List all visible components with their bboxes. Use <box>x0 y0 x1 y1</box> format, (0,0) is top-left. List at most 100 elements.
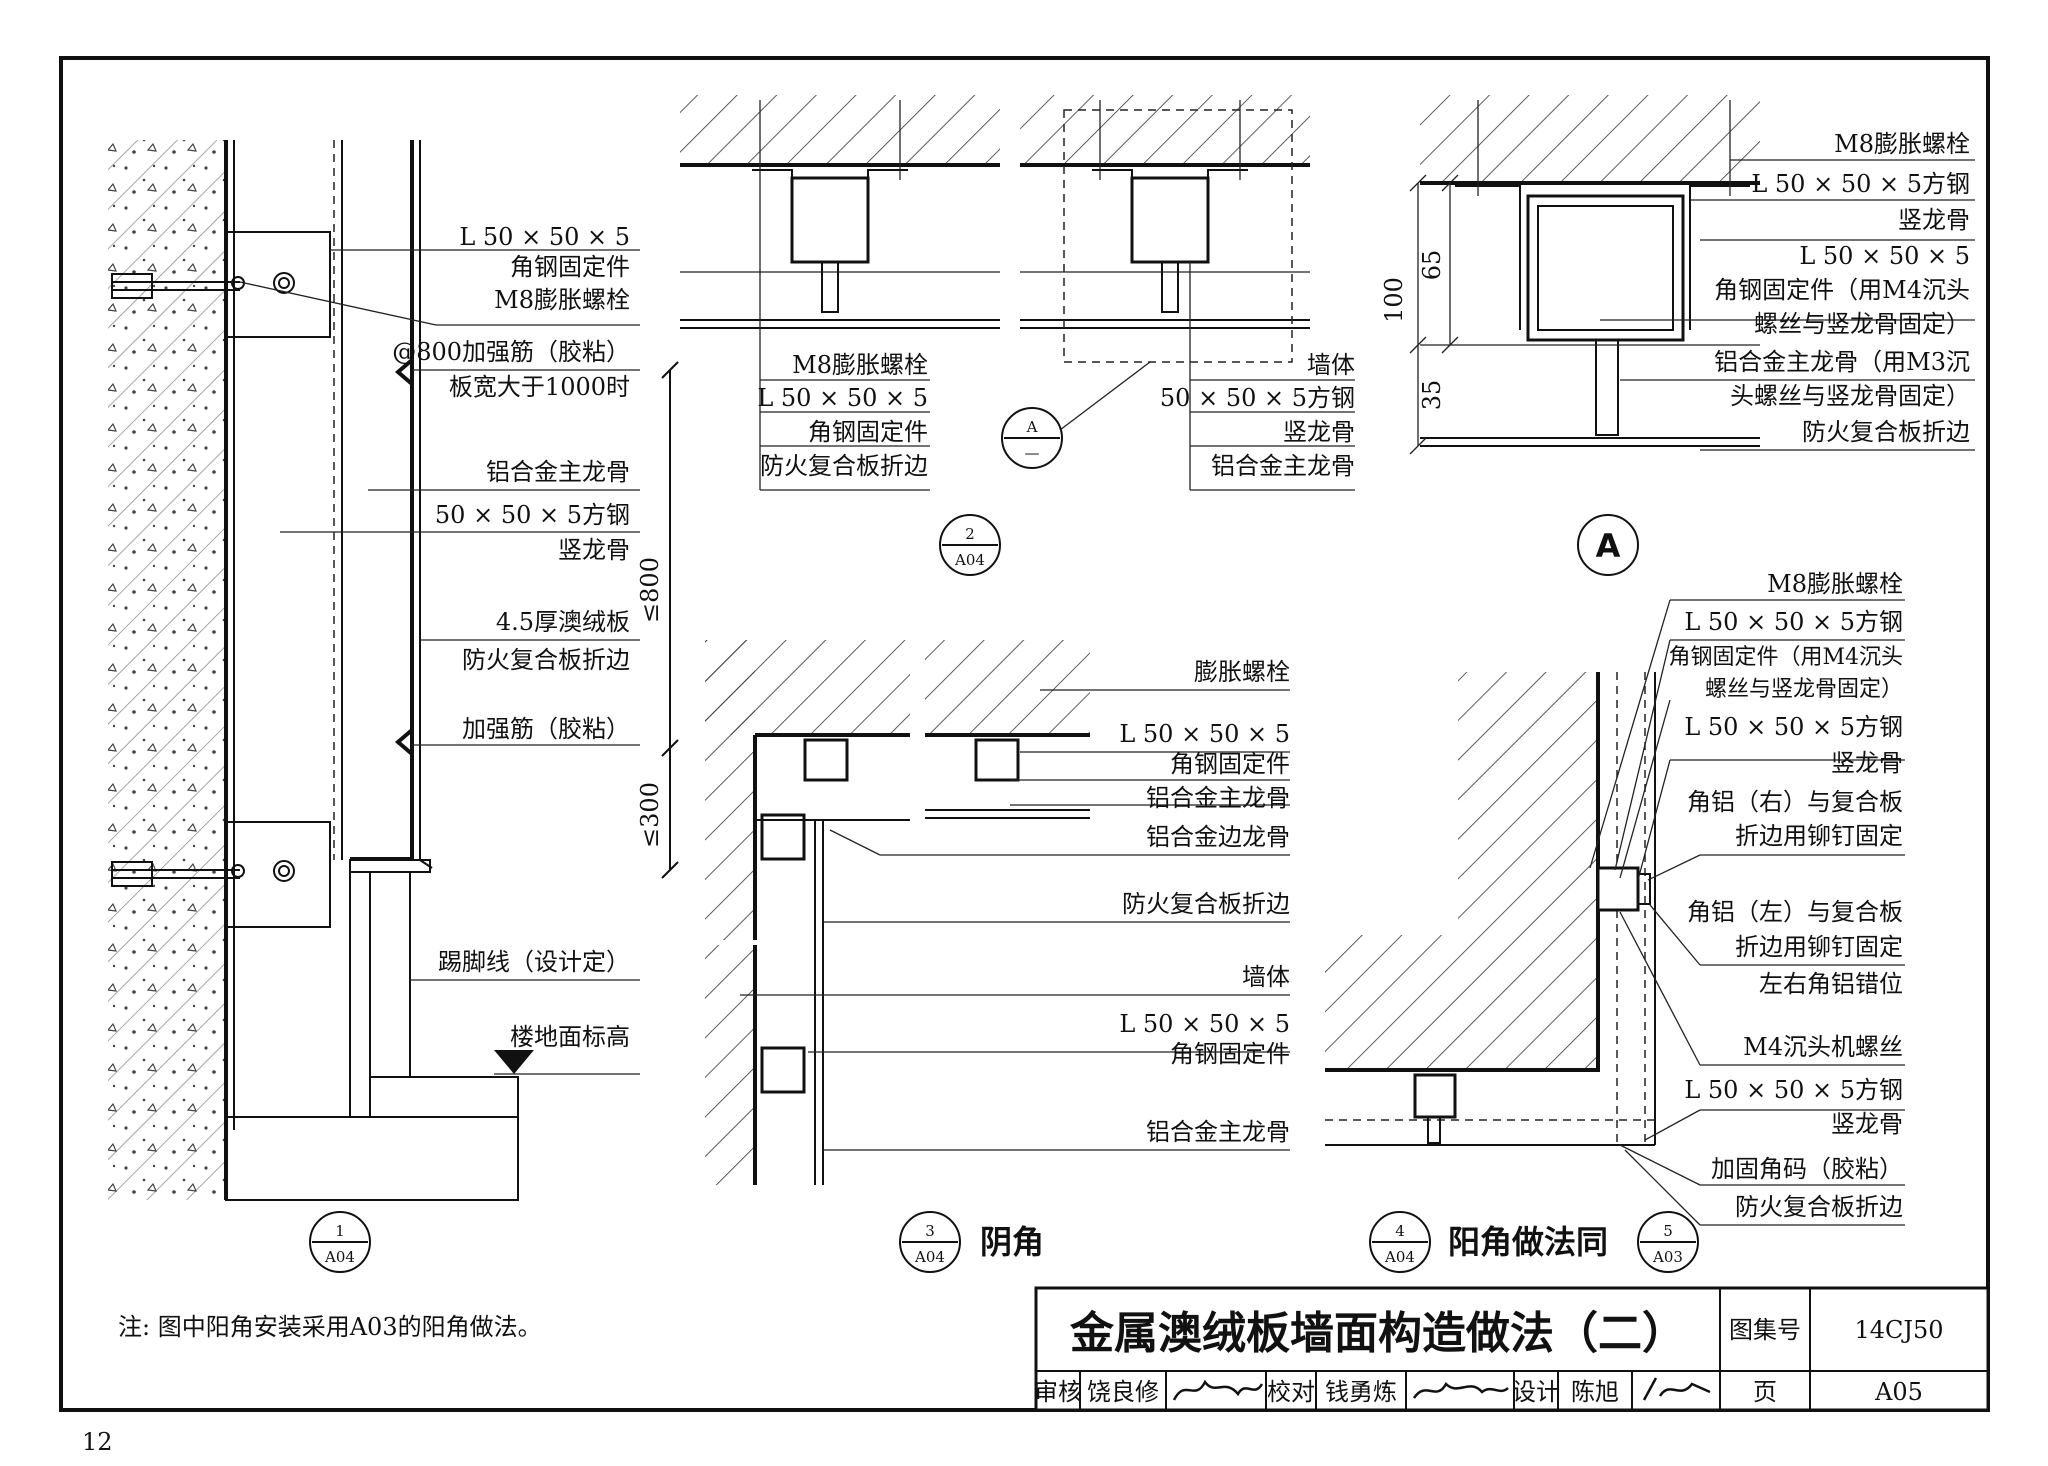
label-skirting: 踢脚线（设计定） <box>438 948 630 976</box>
d4-label-8: 角铝（左）与复合板 <box>1687 898 1903 926</box>
d2-label-l50: L 50 × 50 × 5 <box>757 384 928 412</box>
atlas-label: 图集号 <box>1729 1316 1801 1344</box>
detail-marker-a: A <box>1577 514 1639 576</box>
wall-section <box>925 640 1090 735</box>
d4-label-7: 折边用铆钉固定 <box>1735 822 1903 850</box>
dim-35: 35 <box>1418 380 1446 411</box>
d4-label-11: M4沉头机螺丝 <box>1743 1033 1903 1061</box>
detail-3: 膨胀螺栓 L 50 × 50 × 5 角钢固定件 铝合金主龙骨 铝合金边龙骨 防… <box>705 640 1290 1273</box>
reviewer-name: 饶良修 <box>1087 1378 1159 1406</box>
d2-label-vert: 竖龙骨 <box>1283 418 1355 446</box>
skirting <box>369 871 411 1078</box>
wall-section <box>1420 95 1760 183</box>
floor-slab <box>225 1116 519 1201</box>
angle-fixer-bottom <box>225 821 331 928</box>
d4-label-15: 防火复合板折边 <box>1735 1193 1903 1221</box>
svg-text:2: 2 <box>965 525 975 543</box>
sheet-note: 注: 图中阳角安装采用A03的阳角做法。 <box>118 1313 542 1341</box>
label-m8: M8膨胀螺栓 <box>494 286 630 314</box>
label-rib800: @800加强筋（胶粘） <box>392 338 630 366</box>
d3-label-3: 铝合金主龙骨 <box>1146 784 1290 812</box>
da-label-6: 铝合金主龙骨（用M3沉 <box>1714 348 1970 376</box>
sheet-frame <box>59 56 1990 1412</box>
detail-marker-2: 2 A04 <box>939 514 1001 576</box>
d3-label-6: 墙体 <box>1242 963 1290 991</box>
detail-a: 100 65 35 M8膨胀螺栓 L 50 × 50 × 5方钢 竖龙骨 L 5… <box>1380 95 1975 576</box>
d3-label-2: 角钢固定件 <box>1170 750 1290 778</box>
svg-text:A04: A04 <box>954 551 985 569</box>
wall-section <box>1325 672 1598 1068</box>
detail-2: M8膨胀螺栓 L 50 × 50 × 5 角钢固定件 防火复合板折边 墙体 50… <box>680 95 1355 576</box>
d2-label-m8: M8膨胀螺栓 <box>792 351 928 379</box>
detail-marker-5: 5 A03 <box>1637 1211 1699 1273</box>
da-label-3: L 50 × 50 × 5 <box>1799 242 1970 270</box>
square-steel <box>1596 866 1640 912</box>
checker-name: 钱勇炼 <box>1325 1378 1397 1406</box>
square-steel <box>1413 1073 1457 1119</box>
square-steel <box>760 1046 806 1094</box>
callout-box <box>1063 109 1293 363</box>
wall-section <box>1020 95 1310 165</box>
svg-text:A03: A03 <box>1652 1248 1683 1266</box>
designer-name: 陈旭 <box>1571 1378 1619 1406</box>
label-floor: 楼地面标高 <box>510 1023 630 1051</box>
label-panel: 4.5厚澳绒板 <box>496 608 630 636</box>
d2-label-al: 铝合金主龙骨 <box>1211 452 1355 480</box>
da-label-0: M8膨胀螺栓 <box>1834 130 1970 158</box>
check-label: 校对 <box>1267 1378 1315 1406</box>
svg-text:4: 4 <box>1395 1222 1405 1240</box>
detail-1: L 50 × 50 × 5 角钢固定件 M8膨胀螺栓 @800加强筋（胶粘） 板… <box>108 140 679 1273</box>
reviewer-signature <box>1172 1379 1264 1401</box>
svg-text:5: 5 <box>1663 1222 1673 1240</box>
da-label-7: 头螺丝与竖龙骨固定） <box>1730 382 1970 410</box>
detail-marker-1: 1 A04 <box>309 1211 371 1273</box>
svg-text:A: A <box>1026 418 1038 436</box>
dim-300: ≤300 <box>636 782 664 848</box>
d2-label-wall: 墙体 <box>1307 351 1355 379</box>
floor-level-symbol <box>494 1050 534 1074</box>
detail-4: M8膨胀螺栓 L 50 × 50 × 5方钢 角钢固定件（用M4沉头 螺丝与竖龙… <box>1325 570 1905 1273</box>
label-l50: L 50 × 50 × 5 <box>459 223 630 251</box>
caption-3: 阴角 <box>980 1223 1044 1261</box>
da-label-5: 螺丝与竖龙骨固定） <box>1754 310 1970 338</box>
review-label: 审核 <box>1034 1378 1082 1406</box>
svg-text:—: — <box>1025 444 1040 462</box>
d4-label-1: L 50 × 50 × 5方钢 <box>1684 608 1903 636</box>
square-steel <box>760 813 806 861</box>
d4-label-2: 角钢固定件（用M4沉头 <box>1668 645 1903 670</box>
wall-section <box>705 945 755 1185</box>
svg-text:1: 1 <box>335 1222 345 1240</box>
checker-signature <box>1412 1381 1509 1399</box>
detail-marker-3: 3 A04 <box>899 1211 961 1273</box>
d3-label-8: 角钢固定件 <box>1170 1040 1290 1068</box>
detail-marker-4: 4 A04 <box>1369 1211 1431 1273</box>
svg-text:A: A <box>1596 527 1621 565</box>
square-steel <box>974 738 1020 782</box>
page-label: 页 <box>1753 1378 1777 1406</box>
wall-section <box>680 95 1000 165</box>
page-number-footer: 12 <box>82 1428 113 1456</box>
label-fold: 防火复合板折边 <box>462 646 630 674</box>
d4-label-14: 加固角码（胶粘） <box>1711 1155 1903 1183</box>
sheet-title: 金属澳绒板墙面构造做法（二） <box>1069 1308 1686 1359</box>
svg-text:A04: A04 <box>1384 1248 1415 1266</box>
da-label-4: 角钢固定件（用M4沉头 <box>1714 276 1970 304</box>
d3-label-0: 膨胀螺栓 <box>1194 658 1290 686</box>
d4-label-0: M8膨胀螺栓 <box>1767 570 1903 598</box>
angle-fixer-top <box>225 231 331 338</box>
dim-800: ≤800 <box>636 557 664 623</box>
square-steel <box>1130 176 1210 264</box>
label-vert: 竖龙骨 <box>558 536 630 564</box>
da-label-1: L 50 × 50 × 5方钢 <box>1751 170 1970 198</box>
d2-label-angle: 角钢固定件 <box>808 418 928 446</box>
dim-100: 100 <box>1380 277 1408 323</box>
d4-label-13: 竖龙骨 <box>1831 1110 1903 1138</box>
square-steel <box>803 738 849 782</box>
atlas-number: 14CJ50 <box>1854 1316 1943 1344</box>
svg-text:3: 3 <box>925 1222 935 1240</box>
label-rib800-note: 板宽大于1000时 <box>449 373 630 401</box>
label-al-main: 铝合金主龙骨 <box>486 458 630 486</box>
label-angle-fix: 角钢固定件 <box>510 253 630 281</box>
d3-label-5: 防火复合板折边 <box>1122 890 1290 918</box>
svg-text:A04: A04 <box>914 1248 945 1266</box>
